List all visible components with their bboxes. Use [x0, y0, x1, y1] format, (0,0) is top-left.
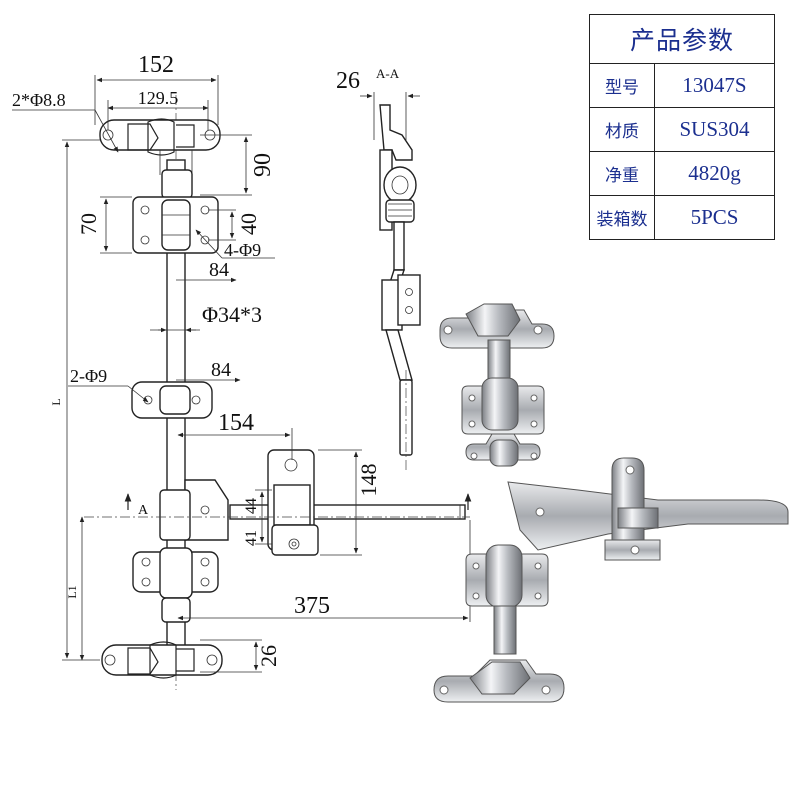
spec-table-title: 产品参数	[589, 14, 775, 64]
dim-41-44: 41 44	[243, 489, 272, 546]
spec-row-weight: 净重 4820g	[589, 151, 775, 196]
dim-bracket-height-label: 70	[76, 213, 101, 235]
spec-table: 产品参数 型号 13047S 材质 SUS304 净重 4820g 装箱数 5P…	[589, 14, 775, 240]
dim-handle-offset-label: 154	[218, 410, 254, 436]
product-photo-handle	[507, 457, 789, 561]
spec-value: SUS304	[654, 107, 775, 152]
dim-84-upper: 84	[176, 259, 237, 283]
product-photo-bottom-assembly	[433, 544, 565, 703]
dim-129-5: 129.5	[107, 88, 209, 130]
section-dim-label: 26	[336, 68, 360, 94]
dim-handle-a-label: 41	[243, 530, 260, 546]
front-view: 152 129.5 2*Φ8.8 90 70	[12, 52, 472, 690]
dim-152: 152	[94, 52, 219, 125]
dim-hole-spacing-label: 129.5	[138, 88, 179, 108]
top-cam-keeper	[99, 118, 221, 175]
spec-value: 4820g	[654, 151, 775, 196]
spec-value: 13047S	[654, 63, 775, 108]
section-view: 26 A-A	[336, 66, 421, 470]
spec-key: 材质	[589, 107, 655, 152]
dim-top-holes: 2*Φ8.8	[12, 90, 119, 153]
dim-handle-length-label: 375	[294, 593, 330, 619]
section-title: A-A	[376, 66, 400, 81]
dim-375: 375	[177, 520, 471, 622]
dim-lower-length: L1	[65, 516, 85, 661]
section-marker-left: A	[138, 503, 149, 518]
dim-rod-label: Φ34*3	[202, 302, 262, 327]
spec-key: 净重	[589, 151, 655, 196]
spec-value: 5PCS	[654, 195, 775, 240]
dim-handle-height-label: 148	[356, 464, 381, 497]
dim-rod: Φ34*3	[150, 302, 262, 333]
bottom-cam-keeper	[101, 641, 223, 679]
dim-top-width-label: 152	[138, 52, 174, 78]
dim-handle-b-label: 44	[243, 498, 260, 514]
dim-84-lower: 84	[176, 359, 241, 383]
spec-key: 装箱数	[589, 195, 655, 240]
dim-154: 154	[177, 410, 293, 460]
dim-bracket-holes-label: 4-Φ9	[224, 240, 261, 260]
lower-bracket	[132, 547, 219, 623]
product-photo-top-assembly	[439, 303, 555, 467]
dim-26-bottom: 26	[200, 639, 281, 673]
dim-bracket-width-label: 84	[209, 259, 229, 281]
dim-hole-pitch-label: 40	[236, 213, 261, 235]
dim-guide-width-label: 84	[211, 359, 231, 381]
section-marker-a: A	[84, 493, 472, 518]
dim-overall-length-label: L	[49, 398, 63, 405]
dim-bracket-holes: 4-Φ9	[195, 229, 275, 260]
handle-hub	[159, 449, 466, 556]
dim-guide-holes-label: 2-Φ9	[70, 366, 107, 386]
spec-row-packing: 装箱数 5PCS	[589, 195, 775, 240]
dim-guide-holes: 2-Φ9	[68, 366, 149, 403]
dim-holes-top-label: 2*Φ8.8	[12, 90, 66, 110]
dim-40: 40	[208, 209, 261, 241]
dim-upper-gap-label: 90	[250, 153, 276, 177]
dim-70: 70	[76, 196, 132, 254]
dim-90: 90	[200, 134, 276, 196]
spec-key: 型号	[589, 63, 655, 108]
upper-bracket	[132, 169, 219, 254]
spec-row-material: 材质 SUS304	[589, 107, 775, 152]
dim-lower-length-label: L1	[65, 585, 79, 598]
dim-148: 148	[318, 449, 381, 556]
dim-bottom-cam-label: 26	[256, 645, 281, 667]
spec-row-model: 型号 13047S	[589, 63, 775, 108]
guide-bracket	[131, 381, 213, 419]
